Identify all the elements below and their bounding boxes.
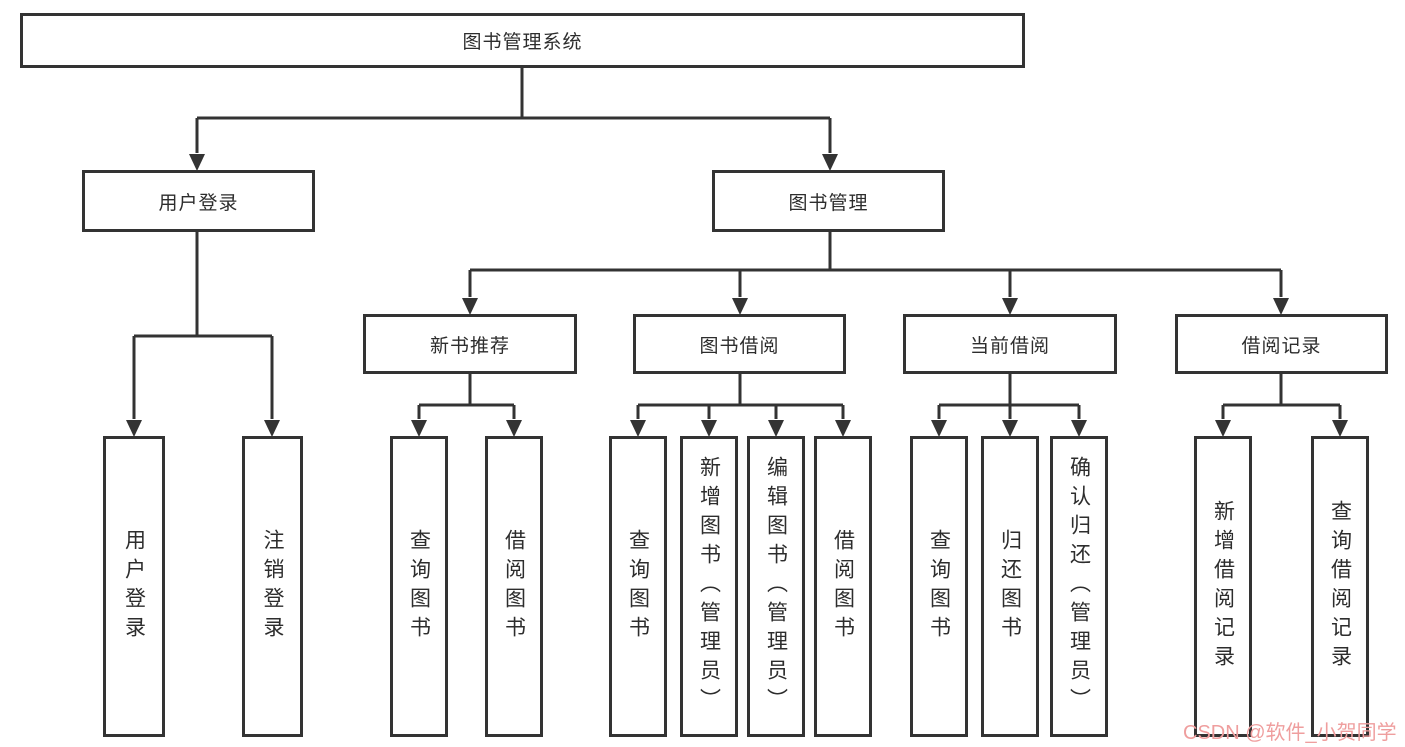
leaf-edit-books-admin-label: 编辑图书（管理员）: [764, 456, 788, 717]
leaf-logout-label: 注销登录: [261, 528, 284, 645]
node-current-borrow: 当前借阅: [903, 314, 1117, 374]
leaf-borrow-books-2-label: 借阅图书: [831, 528, 855, 645]
leaf-borrow-books-1-label: 借阅图书: [502, 528, 526, 645]
leaf-user-login-label: 用户登录: [122, 528, 146, 645]
leaf-return-books-label: 归还图书: [998, 528, 1022, 645]
leaf-user-login: 用户登录: [103, 436, 165, 737]
leaf-query-books-3: 查询图书: [910, 436, 968, 737]
leaf-add-books-admin: 新增图书（管理员）: [680, 436, 738, 737]
leaf-borrow-books-2: 借阅图书: [814, 436, 872, 737]
leaf-edit-books-admin: 编辑图书（管理员）: [747, 436, 805, 737]
leaf-query-books-2-label: 查询图书: [626, 528, 650, 645]
leaf-query-books-1-label: 查询图书: [407, 528, 431, 645]
node-library-management-system: 图书管理系统: [20, 13, 1025, 68]
leaf-add-books-admin-label: 新增图书（管理员）: [697, 456, 721, 717]
leaf-query-books-2: 查询图书: [609, 436, 667, 737]
leaf-confirm-return-admin-label: 确认归还（管理员）: [1067, 456, 1091, 717]
leaf-query-books-1: 查询图书: [390, 436, 448, 737]
leaf-query-books-3-label: 查询图书: [927, 528, 951, 645]
leaf-add-borrow-record: 新增借阅记录: [1194, 436, 1252, 737]
node-book-borrow: 图书借阅: [633, 314, 846, 374]
leaf-query-borrow-record: 查询借阅记录: [1311, 436, 1369, 737]
leaf-confirm-return-admin: 确认归还（管理员）: [1050, 436, 1108, 737]
node-new-book-recommend: 新书推荐: [363, 314, 577, 374]
leaf-add-borrow-record-label: 新增借阅记录: [1211, 499, 1235, 674]
node-borrow-records: 借阅记录: [1175, 314, 1388, 374]
node-book-management: 图书管理: [712, 170, 945, 232]
leaf-return-books: 归还图书: [981, 436, 1039, 737]
leaf-borrow-books-1: 借阅图书: [485, 436, 543, 737]
leaf-logout: 注销登录: [242, 436, 303, 737]
node-user-login: 用户登录: [82, 170, 315, 232]
leaf-query-borrow-record-label: 查询借阅记录: [1328, 499, 1352, 674]
